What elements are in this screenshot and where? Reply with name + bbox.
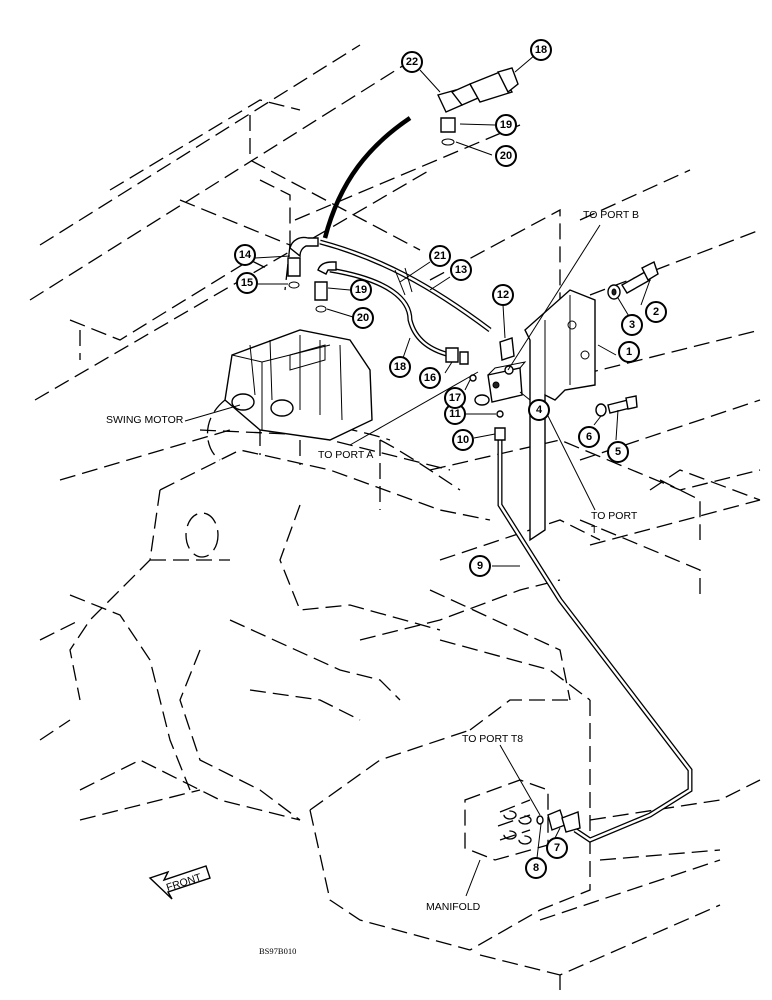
callout-18-lower: 18 [389,356,411,378]
callout-9: 9 [469,555,491,577]
svg-text:10: 10 [457,434,469,446]
swing-motor [207,329,373,465]
text-labels: TO PORT B TO PORT A TO PORT T TO PORT T8… [106,209,639,956]
svg-text:9: 9 [477,560,483,572]
svg-text:19: 19 [500,119,512,131]
label-swing-motor: SWING MOTOR [106,414,184,426]
svg-text:1: 1 [626,346,632,358]
svg-text:12: 12 [497,289,509,301]
callout-17: 17 [444,387,466,409]
callout-14: 14 [234,244,256,266]
svg-text:2: 2 [653,306,659,318]
callout-6: 6 [578,426,600,448]
svg-text:19: 19 [355,284,367,296]
svg-text:3: 3 [629,319,635,331]
callout-5: 5 [607,441,629,463]
svg-text:7: 7 [554,842,560,854]
label-to-port-t-line2: T [591,524,598,536]
callout-21: 21 [429,245,451,267]
leader-lines [184,54,651,897]
svg-text:17: 17 [449,392,461,404]
callout-20-top: 20 [495,145,517,167]
callout-20-lower: 20 [352,307,374,329]
svg-text:13: 13 [455,264,467,276]
callout-8: 8 [525,857,547,879]
callout-3: 3 [621,314,643,336]
label-manifold: MANIFOLD [426,901,481,913]
svg-text:21: 21 [434,250,446,262]
callout-12: 12 [492,284,514,306]
svg-text:20: 20 [500,150,512,162]
svg-text:18: 18 [394,361,406,373]
svg-text:14: 14 [239,249,252,261]
lower-frame-outline [39,399,761,990]
figure-reference: BS97B010 [259,946,296,956]
svg-text:4: 4 [536,404,543,416]
label-to-port-a: TO PORT A [318,449,373,461]
valve-bracket [524,289,596,542]
svg-text:11: 11 [449,408,461,420]
callout-22: 22 [401,51,423,73]
callout-13: 13 [450,259,472,281]
manifold-block [464,779,549,861]
hardware-items [287,67,659,833]
callout-10: 10 [452,429,474,451]
svg-text:6: 6 [586,431,592,443]
callout-18-top: 18 [530,39,552,61]
label-to-port-b: TO PORT B [583,209,639,221]
callout-19-top: 19 [495,114,517,136]
callout-2: 2 [645,301,667,323]
callout-7: 7 [546,837,568,859]
front-arrow-icon: FRONT [148,865,211,900]
svg-text:16: 16 [424,372,436,384]
svg-text:5: 5 [615,446,621,458]
valve-block [445,337,527,441]
svg-text:18: 18 [535,44,547,56]
callout-16: 16 [419,367,441,389]
svg-text:8: 8 [533,862,539,874]
callout-4: 4 [528,399,550,421]
callout-19-lower: 19 [350,279,372,301]
hose-routing [319,116,693,843]
label-to-port-t8: TO PORT T8 [462,733,523,745]
callout-1: 1 [618,341,640,363]
label-to-port-t-line1: TO PORT [591,510,638,522]
svg-text:15: 15 [241,277,253,289]
callout-15: 15 [236,272,258,294]
svg-text:22: 22 [406,56,418,68]
svg-text:20: 20 [357,312,369,324]
